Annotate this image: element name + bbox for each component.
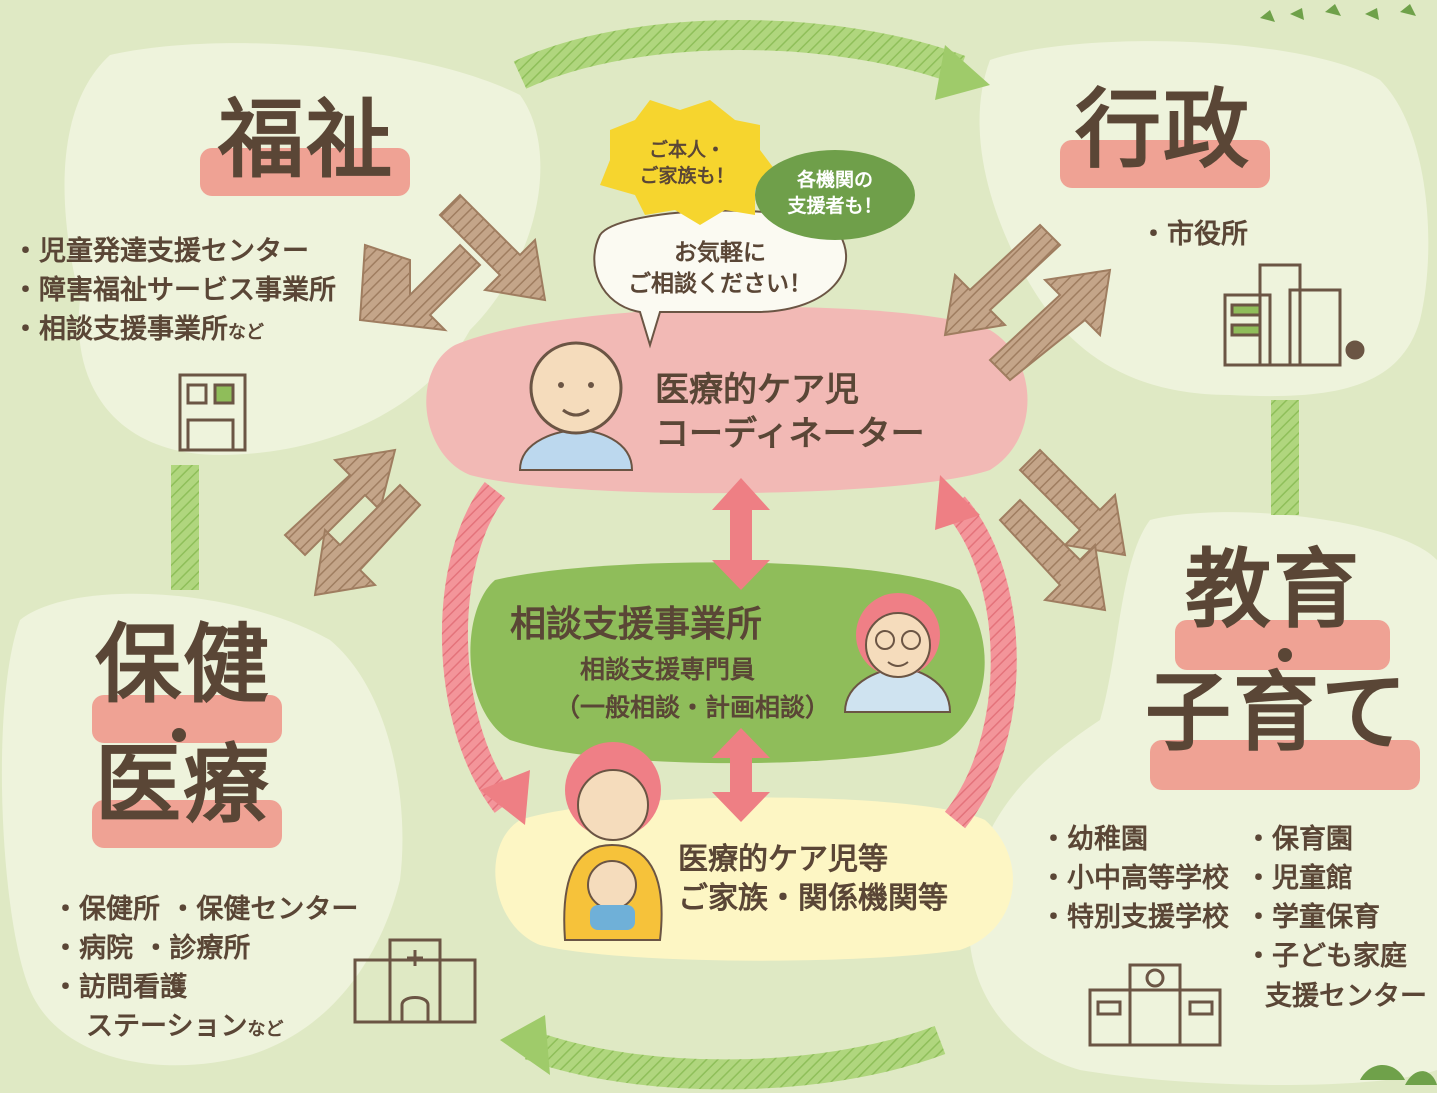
agencies-bubble-text: 各機関の 支援者も！ <box>787 169 883 217</box>
welfare-coordinator-arrows <box>358 193 547 332</box>
top-flow-arrow <box>513 20 966 89</box>
list-item: ・小中高等学校 <box>1040 863 1229 895</box>
administration-list: ・市役所 <box>1140 215 1248 254</box>
health-title-line2: 医療 <box>95 735 271 835</box>
left-pink-arc-head <box>480 770 530 825</box>
list-item: ・訪問看護 <box>52 972 187 1004</box>
list-item-suffix: など <box>247 1019 284 1041</box>
health-title-highlight-2 <box>92 800 282 848</box>
consult-bubble-text: お気軽に ご相談ください！ <box>628 240 812 298</box>
families-label: 医療的ケア児等 ご家族・関係機関等 <box>678 842 948 916</box>
school-icon <box>1088 963 1222 1047</box>
right-pink-arc-head <box>935 475 980 530</box>
admin-title-highlight <box>1060 140 1270 188</box>
list-item: ・児童発達支援センター <box>12 236 309 267</box>
education-list-left: ・幼稚園 ・小中高等学校 ・特別支援学校 <box>1040 820 1229 937</box>
education-title-line1: 教育 <box>1185 540 1361 640</box>
top-flow-arrow-head <box>935 45 990 100</box>
welfare-list: ・児童発達支援センター ・障害福祉サービス事業所 ・相談支援事業所など <box>12 232 336 349</box>
city-hall-icon <box>1223 263 1365 367</box>
list-item: ・保健所 ・保健センター <box>52 894 359 925</box>
consult-family-arrow <box>712 728 770 822</box>
list-item: ・学童保育 <box>1245 902 1380 934</box>
coordinator-consult-arrow <box>712 478 770 590</box>
list-item: ・病院 ・診療所 <box>52 933 251 965</box>
list-item: ・特別支援学校 <box>1040 902 1229 934</box>
list-item: ・子ども家庭 <box>1245 941 1407 973</box>
list-item: ・相談支援事業所など <box>12 314 264 346</box>
welfare-blob <box>64 43 541 455</box>
education-coordinator-arrows <box>998 448 1127 612</box>
consult-office-scope: （一般相談・計画相談） <box>555 693 831 722</box>
yellow-speech-bubble <box>600 100 775 225</box>
list-item: ・幼稚園 <box>1040 824 1148 855</box>
administration-title: 行政 <box>1075 80 1251 180</box>
list-item: ・市役所 <box>1140 219 1248 250</box>
welfare-title: 福祉 <box>218 90 394 190</box>
health-list: ・保健所 ・保健センター ・病院 ・診療所 ・訪問看護 ステーションなど <box>52 890 358 1047</box>
list-item: ステーションなど <box>86 1011 284 1043</box>
family-bubble-text: ご本人・ ご家族も！ <box>639 139 735 187</box>
welfare-title-highlight <box>200 148 410 196</box>
list-item: 支援センター <box>1265 980 1427 1012</box>
list-item: ・児童館 <box>1245 863 1353 895</box>
health-title-highlight-1 <box>92 695 282 743</box>
admin-coordinator-arrows <box>943 223 1112 382</box>
left-pink-arc <box>441 481 516 813</box>
list-item-suffix: など <box>228 322 264 344</box>
consult-office-role: 相談支援専門員 <box>580 655 756 684</box>
education-title-highlight-1 <box>1175 620 1390 670</box>
title-separator-dot <box>1278 648 1292 662</box>
list-item: ・保育園 <box>1245 824 1353 855</box>
consult-office-title: 相談支援事業所 <box>510 604 763 645</box>
list-item: ・障害福祉サービス事業所 <box>12 275 336 307</box>
mother-baby-icon <box>563 742 663 941</box>
hospital-icon <box>353 938 477 1024</box>
bottom-flow-arrow <box>524 1025 946 1090</box>
education-title-line2: 子育て <box>1145 663 1409 763</box>
green-speech-bubble <box>755 150 915 240</box>
consultant-person-icon <box>843 593 952 713</box>
leaf-icon <box>1260 4 1437 1085</box>
health-title-line1: 保健 <box>95 615 271 715</box>
bottom-flow-arrow-head <box>500 1015 550 1075</box>
health-coordinator-arrows <box>283 448 422 597</box>
welfare-building-icon <box>178 373 247 452</box>
education-title-highlight-2 <box>1150 740 1420 790</box>
coordinator-label: 医療的ケア児 コーディネーター <box>655 370 925 455</box>
title-separator-dot <box>172 728 186 742</box>
right-pink-arc <box>944 496 1017 829</box>
education-list-right: ・保育園 ・児童館 ・学童保育 ・子ども家庭 支援センター <box>1245 820 1427 1016</box>
coordinator-person-icon <box>518 341 634 471</box>
